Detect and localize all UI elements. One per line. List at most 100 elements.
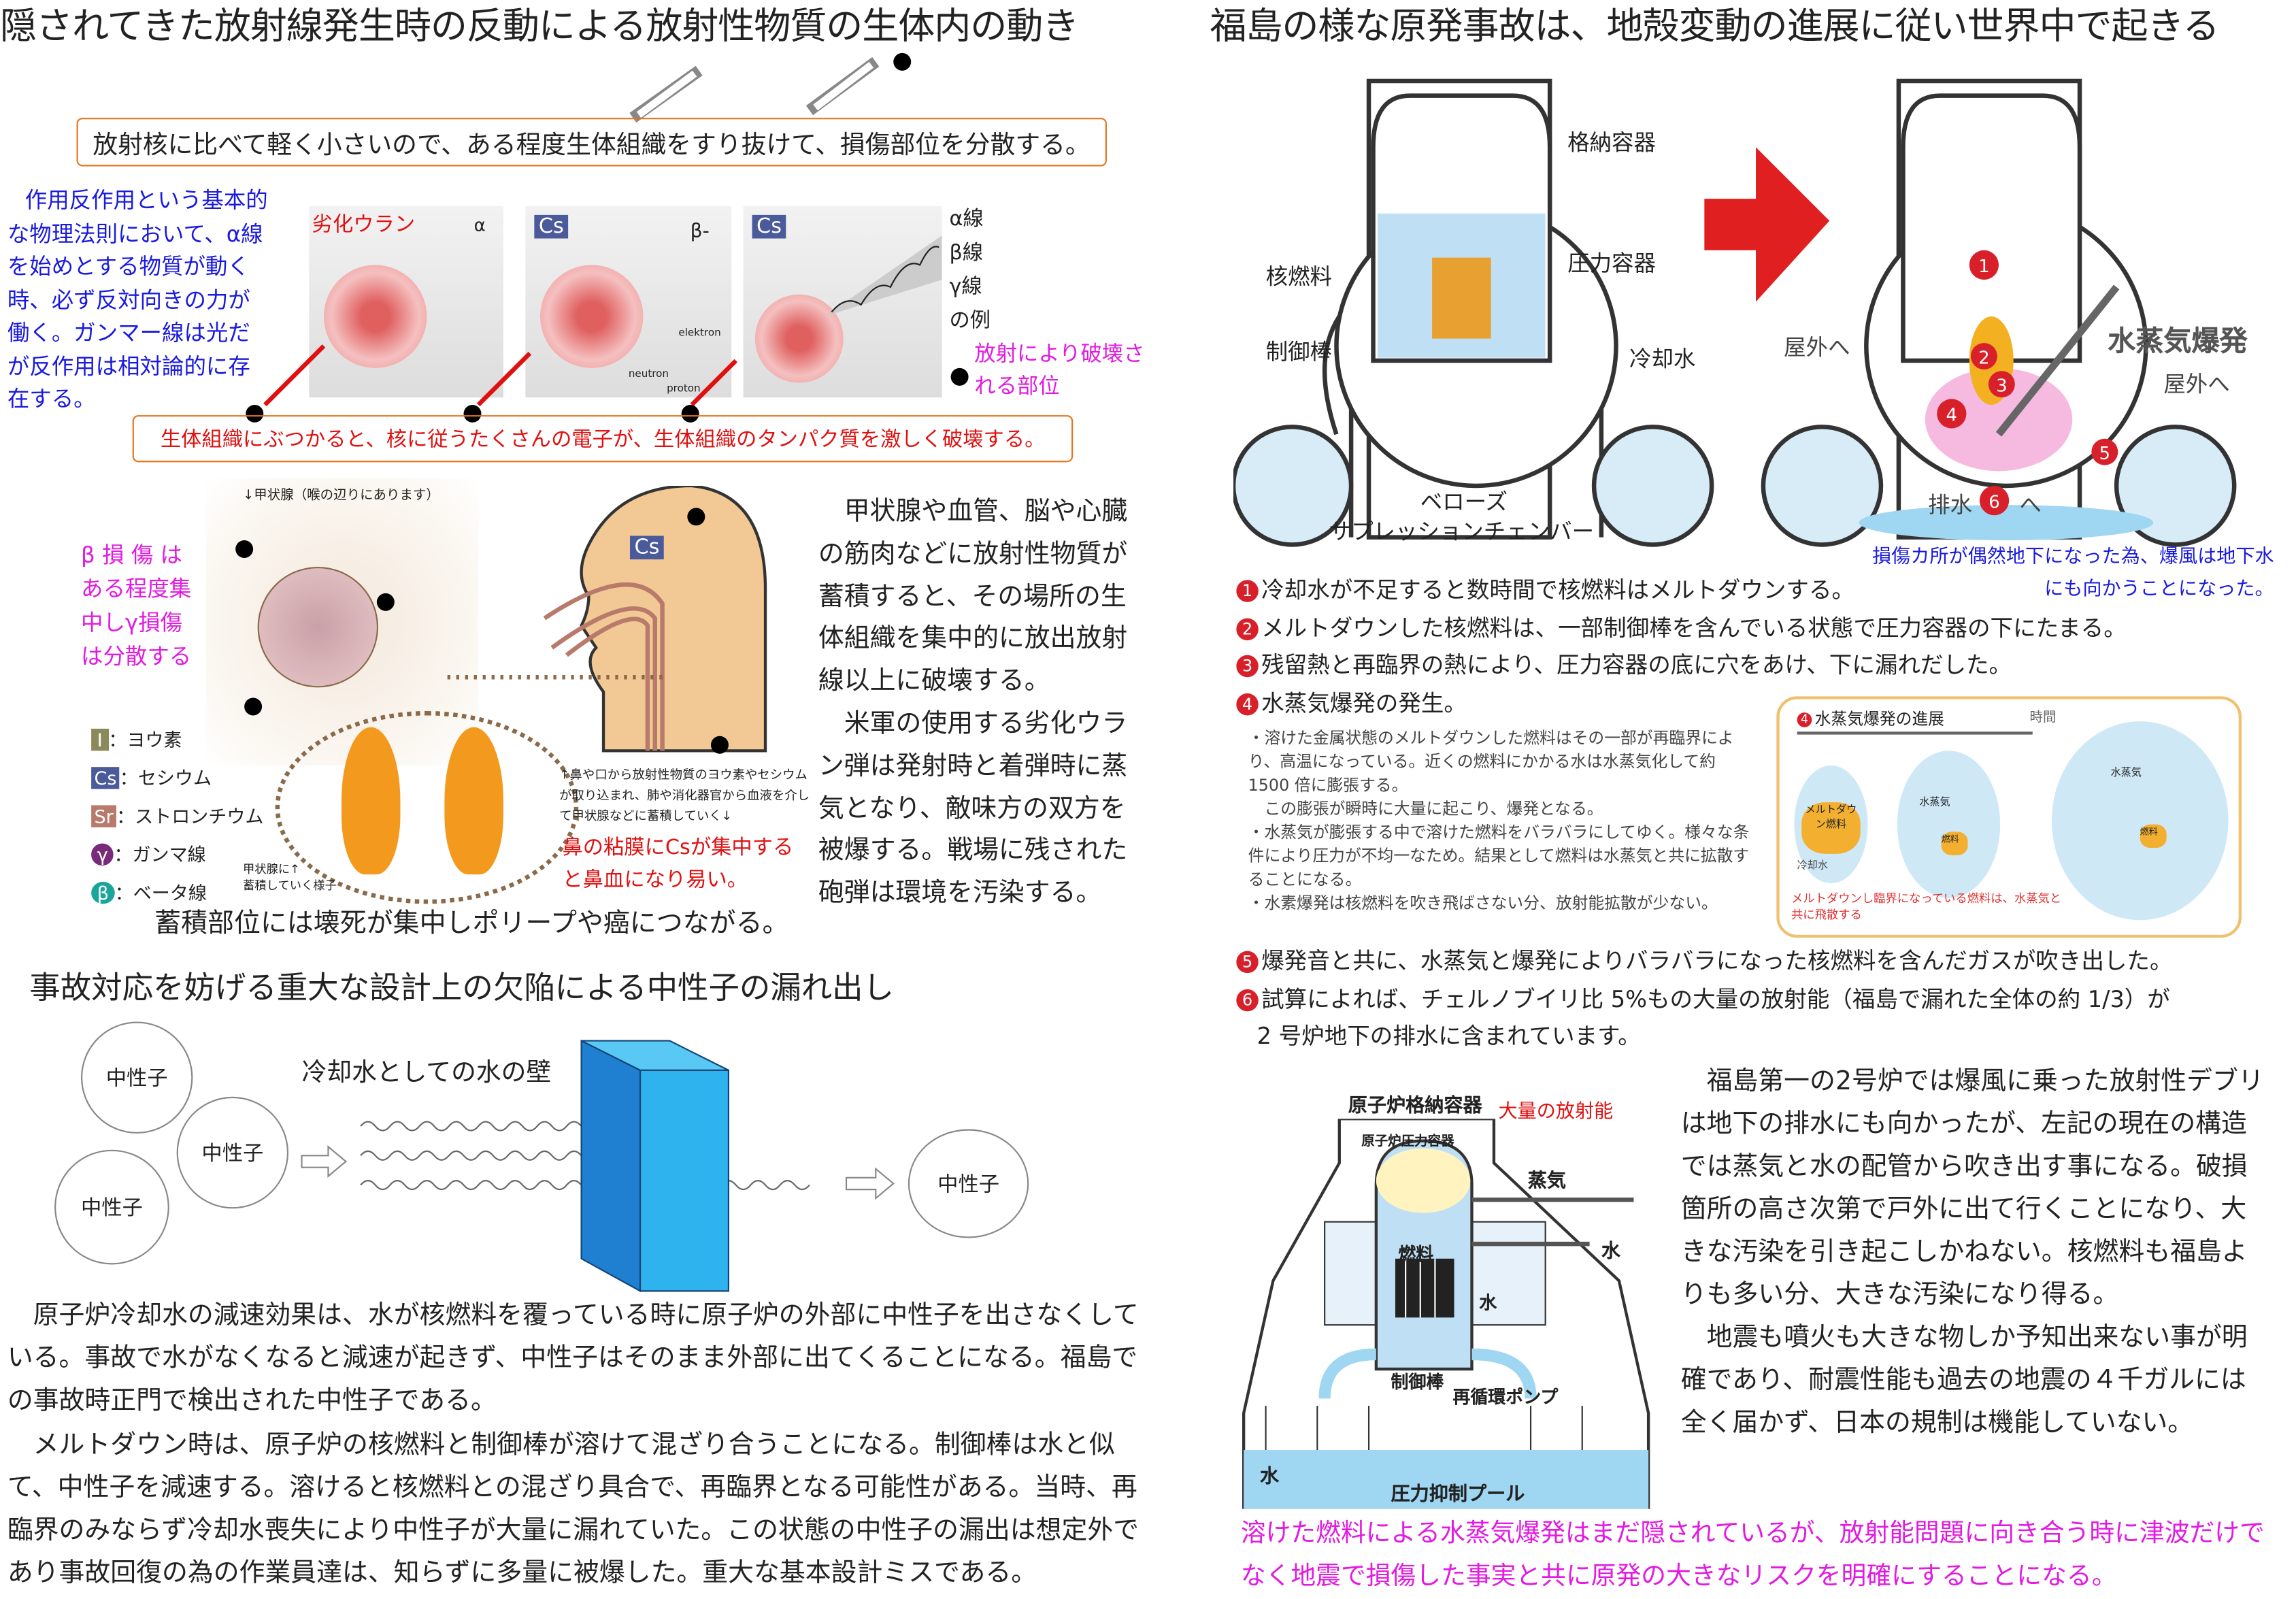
ray-labels: α線 β線 γ線 の例 — [949, 203, 991, 339]
bwr-reactor-diagram — [1242, 1119, 1650, 1509]
marker-dot — [376, 593, 395, 611]
svg-text:5: 5 — [2099, 444, 2111, 464]
accumulation-caption: 蓄積部位には壊死が集中しポリープや癌につながる。 — [154, 908, 789, 940]
label-control-rod-2: 制御棒 — [1391, 1372, 1444, 1393]
intake-note: ↑鼻や口から放射性物質のヨウ素やセシウムが取り込まれ、肺や消化器官から血液を介し… — [559, 768, 810, 825]
steam-explosion-bullets: ・溶けた金属状態のメルトダウンした燃料はその一部が再臨界により、高温になっている… — [1248, 727, 1756, 916]
neutron-heading: 事故対応を妨げる重大な設計上の欠陥による中性子の漏れ出し — [29, 970, 895, 1006]
left-title: 隠されてきた放射線発生時の反動による放射性物質の生体内の動き — [0, 4, 1079, 48]
cesium-gamma-image: Cs — [743, 205, 942, 398]
meltdown-paragraph: メルトダウン時は、原子炉の核燃料と制御棒が溶けて混ざり合うことになる。制御棒は水… — [7, 1430, 1139, 1589]
marker-dot — [244, 697, 263, 716]
time-arrow — [1797, 731, 2033, 735]
neutron-circle: 中性子 — [80, 1021, 193, 1134]
label-coolant: 冷却水 — [1629, 346, 1696, 373]
physics-note: 作用反作用という基本的な物理法則において、α線を始めとする物質が動く時、必ず反対… — [7, 186, 268, 412]
label-reactor-vessel: 原子炉圧力容器 — [1361, 1135, 1454, 1150]
svg-text:2: 2 — [1978, 348, 1990, 368]
stage-2: 水蒸気燃料 — [1897, 751, 2001, 898]
bottom-note-box: 生体組織にぶつかると、核に従うたくさんの電子が、生体組織のタンパク質を激しく破壊… — [132, 415, 1074, 463]
label-containment-vessel: 原子炉格納容器 — [1348, 1095, 1482, 1118]
ray-label: γ線 — [949, 275, 982, 299]
damage-arrows-icon — [263, 344, 738, 407]
thyroid-circle — [257, 566, 379, 688]
beta-note-line: ある程度集 — [80, 575, 192, 602]
label-pressure-vessel: 圧力容器 — [1567, 250, 1656, 277]
uranium-alpha-image: 劣化ウラン α — [309, 205, 503, 398]
beta-note-line: β 損 傷 は — [80, 542, 183, 569]
ray-label: の例 — [949, 309, 991, 333]
marker-dot — [710, 736, 729, 754]
label-suppression-chamber: サプレッションチェンバー — [1329, 518, 1595, 545]
stage-3: 水蒸気燃料 — [2051, 721, 2229, 921]
marker-dot — [235, 540, 254, 558]
water-wall-label: 冷却水としての水の壁 — [301, 1058, 552, 1088]
cesium-beta-image: Cs β- elektron neutron proton — [525, 205, 732, 398]
damage-note: 放射により破壊される部位 — [974, 343, 1145, 399]
coolant-label: 冷却水 — [1797, 859, 1829, 872]
label-suppression-pool: 圧力抑制プール — [1391, 1483, 1525, 1506]
thyroid-lobe — [444, 727, 503, 875]
label-water-3: 水 — [1259, 1466, 1280, 1489]
label-containment: 格納容器 — [1567, 129, 1656, 156]
neutron-circle: 中性子 — [908, 1129, 1029, 1238]
legend-item: β：ベータ線 — [91, 874, 263, 912]
cs-badge: Cs — [629, 535, 664, 560]
thyroid-lobe — [341, 727, 401, 875]
progress-time: 時間 — [2029, 710, 2057, 726]
svg-text:3: 3 — [1996, 376, 2008, 396]
svg-text:6: 6 — [1989, 492, 2000, 512]
label-water-2: 水 — [1479, 1292, 1497, 1313]
right-title: 福島の様な原発事故は、地殻変動の進展に従い世界中で起きる — [1210, 4, 2219, 48]
thyroid-zoom-ellipse — [275, 710, 579, 904]
label-fuel-2: 燃料 — [1398, 1244, 1434, 1265]
legend-item: γ：ガンマ線 — [91, 836, 263, 874]
bottom-conclusion: 溶けた燃料による水蒸気爆発はまだ隠されているが、放射能問題に向き合う時に津波だけ… — [1240, 1519, 2265, 1592]
legend-item: Cs：セシウム — [91, 759, 263, 797]
bullet: ・溶けた金属状態のメルトダウンした燃料はその一部が再臨界により、高温になっている… — [1248, 728, 1734, 795]
step-item-continued: 2 号炉地下の排水に含まれています。 — [1257, 1023, 1641, 1050]
marker-dot — [463, 404, 482, 423]
label-radioactivity: 大量の放射能 — [1498, 1101, 1614, 1123]
neutron-circle: 中性子 — [176, 1096, 289, 1209]
bullet: ・水蒸気が膨張する中で溶けた燃料をバラバラにしてゆく。様々な条件により圧力が不均… — [1248, 823, 1750, 889]
water-wall-diagram — [301, 1039, 895, 1293]
label-to: へ — [2019, 491, 2042, 518]
marker-dot — [681, 404, 699, 423]
label-outside-right: 屋外へ — [2163, 371, 2230, 398]
label-drain: 排水 — [1928, 491, 1973, 518]
blue-note: 損傷カ所が偶然地下になった為、爆風は地下水にも向かうことになった。 — [1871, 546, 2274, 601]
stage-1: メルトダウン燃料 — [1794, 765, 1868, 884]
gamma-wave-icon — [824, 235, 942, 317]
marker-dot — [246, 404, 264, 423]
blue-note-box: 損傷カ所が偶然地下になった為、爆風は地下水にも向かうことになった。 — [1869, 542, 2274, 606]
accum-label: 甲状腺に↑ 蓄積していく様子 — [242, 862, 337, 893]
arrows-outward-icon — [629, 56, 880, 123]
legend-item: I：ヨウ素 — [91, 721, 263, 759]
legend-item: Sr：ストロンチウム — [91, 798, 263, 836]
label-water: 水 — [1601, 1240, 1621, 1264]
nose-note: 鼻の粘膜にCsが集中すると鼻血になり易い。 — [562, 836, 794, 893]
progress-note: メルトダウンし臨界になっている燃料は、水蒸気と共に飛散する — [1791, 892, 2062, 922]
neutron-circle: 中性子 — [54, 1149, 169, 1265]
bullet: ・水素爆発は核燃料を吹き飛ばさない分、放射能拡散が少ない。 — [1248, 893, 1718, 913]
svg-text:4: 4 — [1946, 406, 1958, 426]
label-steam: 蒸気 — [1527, 1170, 1566, 1193]
ray-label: α線 — [949, 208, 984, 231]
marker-dot — [950, 367, 969, 386]
coolant-paragraph: 原子炉冷却水の減速効果は、水が核燃料を覆っている時に原子炉の外部に中性子を出さな… — [7, 1301, 1139, 1417]
label-steam-explosion: 水蒸気爆発 — [2108, 325, 2248, 358]
nucleus — [540, 265, 644, 368]
